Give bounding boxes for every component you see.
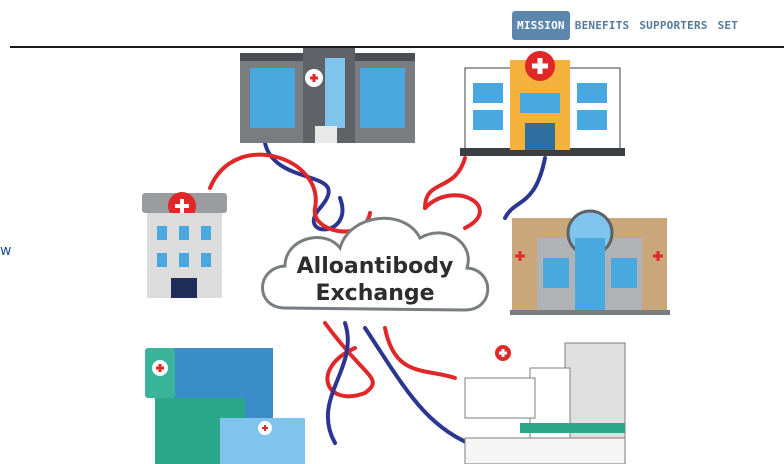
nav-supporters[interactable]: SUPPORTERS	[639, 18, 708, 32]
hospital-building-icon	[142, 192, 227, 298]
hospital-building-icon	[460, 51, 625, 156]
nav-mission[interactable]: MISSION	[512, 10, 570, 40]
cloud-title-line2: Exchange	[315, 281, 434, 306]
sidebar-text-fragment: w	[0, 243, 12, 259]
hospital-network-illustration: Alloantibody Exchange	[142, 48, 670, 464]
hospital-building-icon	[464, 342, 626, 464]
nav-set[interactable]: SET	[717, 18, 739, 32]
cloud-title-line1: Alloantibody	[297, 254, 454, 279]
nav-divider	[10, 46, 784, 48]
top-nav: MISSION BENEFITS SUPPORTERS SET	[512, 10, 743, 40]
hospital-building-icon	[145, 348, 305, 464]
cloud-icon: Alloantibody Exchange	[261, 216, 490, 312]
hospital-building-icon	[510, 209, 670, 315]
hospital-building-icon	[240, 48, 415, 143]
nav-benefits[interactable]: BENEFITS	[574, 18, 630, 32]
